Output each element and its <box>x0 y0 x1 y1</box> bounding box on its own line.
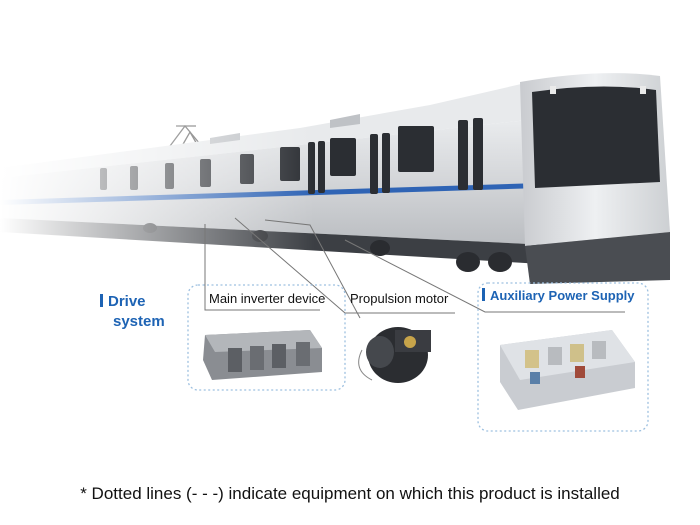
auxiliary-dotted-box <box>477 282 649 432</box>
footnote-caption: * Dotted lines (- - -) indicate equipmen… <box>80 484 620 503</box>
auxiliary-marker <box>482 288 485 301</box>
propulsion-motor-label: Propulsion motor <box>350 291 449 306</box>
auxiliary-power-supply-image <box>500 330 635 410</box>
drive-system-dotted-box <box>187 284 346 391</box>
auxiliary-power-supply-label: Auxiliary Power Supply <box>482 288 635 303</box>
main-inverter-label: Main inverter device <box>209 291 326 306</box>
main-inverter-image <box>203 330 322 380</box>
propulsion-motor-image <box>358 327 431 383</box>
drive-system-label: Drive system <box>100 292 165 332</box>
leader-lines <box>204 217 625 319</box>
drive-system-marker <box>100 294 103 307</box>
auxiliary-label-text: Auxiliary Power Supply <box>490 288 635 303</box>
drive-system-label-line1: Drive <box>108 293 146 310</box>
drive-system-label-line2: system <box>113 313 165 330</box>
train-body <box>0 60 700 300</box>
